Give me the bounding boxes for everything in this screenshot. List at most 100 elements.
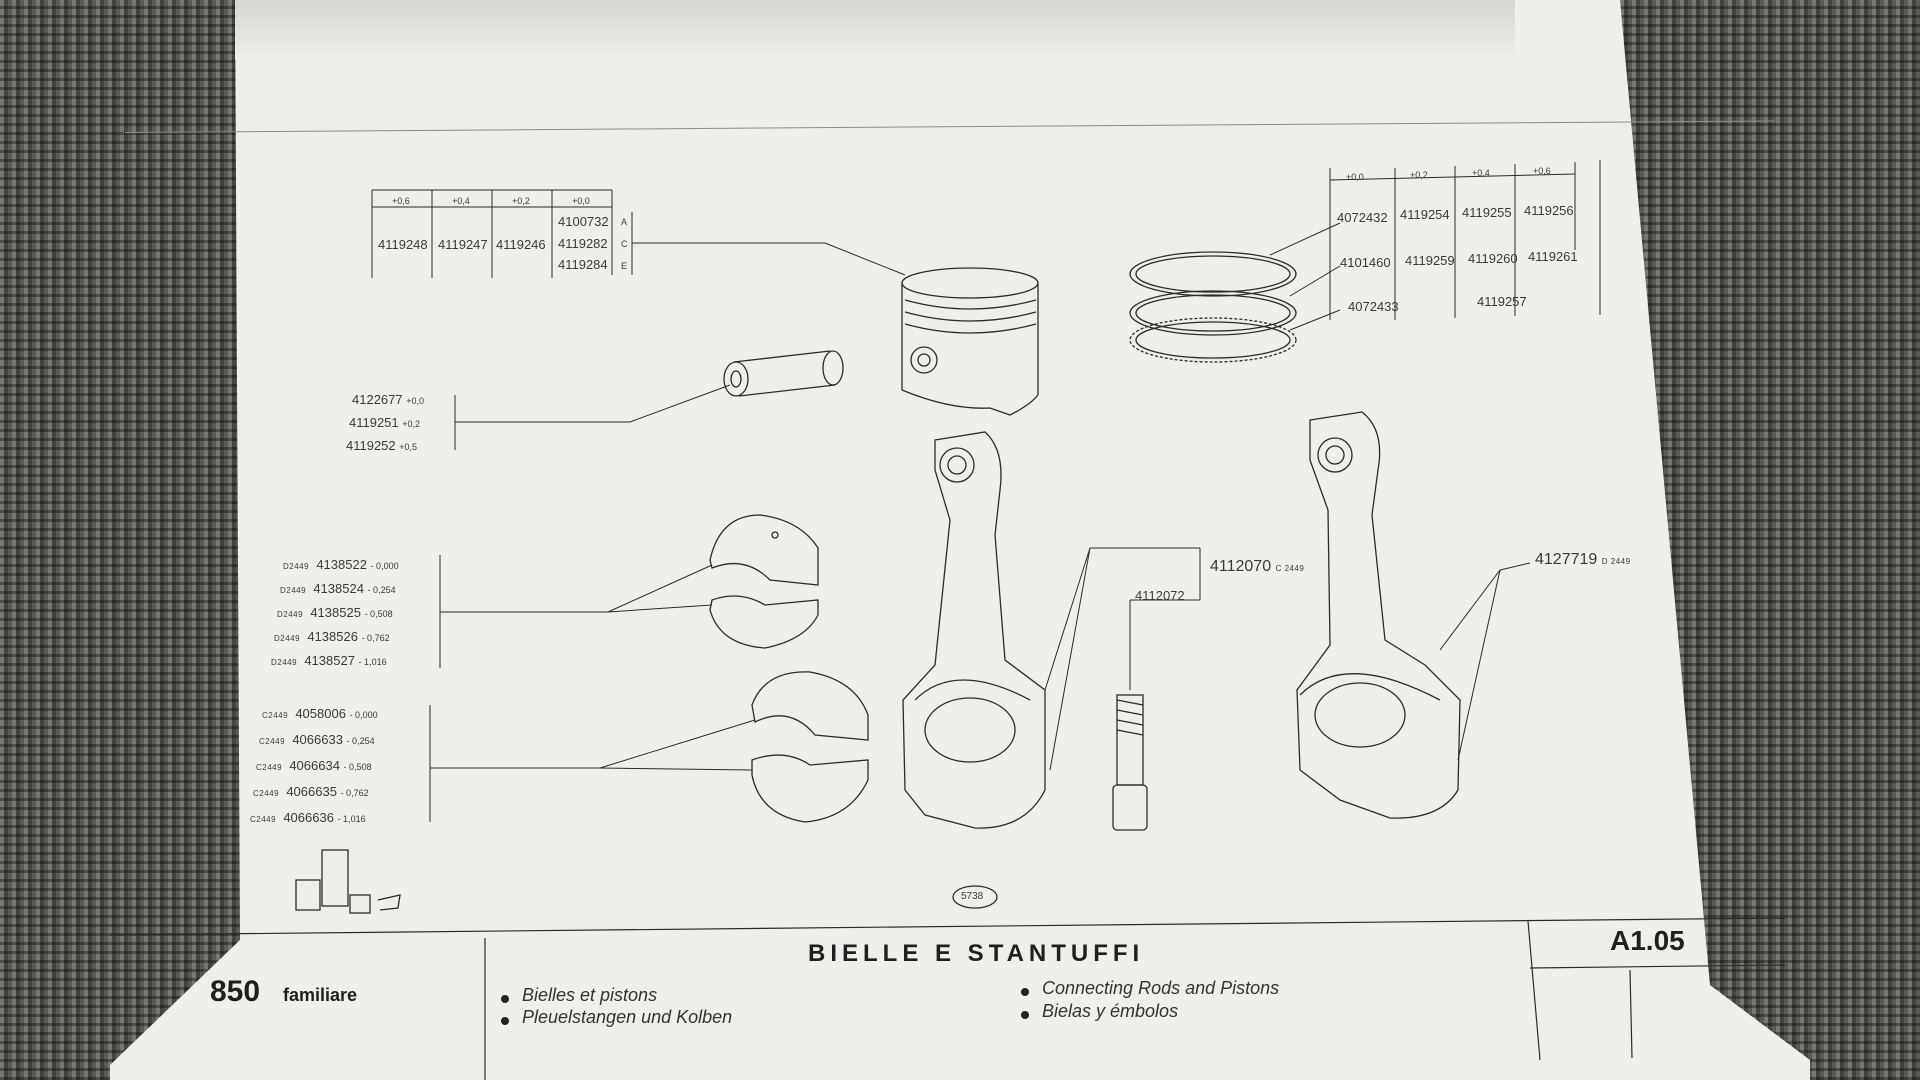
bearing1-row-1-part: 4138522	[316, 557, 367, 572]
bullet-icon	[1021, 988, 1029, 996]
model-number: 850	[210, 975, 261, 1008]
translation-spanish: Bielas y émbolos	[1042, 1001, 1179, 1021]
tr-r3-c1: 4072433	[1348, 299, 1399, 314]
rod-d-part: 4127719	[1535, 551, 1598, 568]
bearing1-row-3-size: - 0,508	[364, 609, 393, 619]
bearing1-row-5-code: D2449	[271, 658, 298, 667]
piston-pin-drawing	[723, 350, 844, 397]
bearing1-row-5: D2449 4138527 - 1,016	[271, 653, 387, 668]
tl-std-part-3: 4119284	[558, 257, 608, 272]
bolt-part: 4112072	[1135, 588, 1185, 603]
section-code: A1.05	[1610, 925, 1685, 956]
bearing1-row-4-part: 4138526	[307, 629, 358, 644]
tl-oversize-part-3: 4119246	[496, 237, 546, 252]
tl-header-4: +0,0	[572, 196, 590, 206]
tl-grade-c: C	[621, 239, 628, 249]
bearing1-row-1-code: D2449	[283, 562, 310, 571]
tr-r2-c3: 4119260	[1468, 251, 1518, 266]
drawing-number-oval	[952, 885, 998, 909]
tr-header-1: +0,0	[1346, 172, 1364, 182]
tl-std-part-2: 4119282	[558, 236, 608, 251]
leader-lines	[429, 222, 1531, 822]
bearing-shells-1-drawing	[709, 514, 819, 649]
rod-c-part: 4112070	[1210, 558, 1272, 575]
bearing2-row-2-code: C2449	[259, 737, 286, 746]
model-variant: familiare	[283, 985, 358, 1005]
pin-part-2-number: 4119251	[349, 415, 399, 430]
tr-r1-c1: 4072432	[1337, 210, 1388, 225]
translation-french: Bielles et pistons	[522, 985, 658, 1005]
pin-part-1: 4122677 +0,0	[352, 392, 424, 407]
tr-header-4: +0,6	[1533, 166, 1551, 176]
bearing2-row-3-code: C2449	[256, 763, 283, 772]
bearing1-row-2: D2449 4138524 - 0,254	[280, 581, 396, 596]
catalog-page	[110, 0, 1810, 1080]
bearing1-row-1: D2449 4138522 - 0,000	[283, 557, 399, 572]
tr-r3-c3: 4119257	[1477, 294, 1527, 309]
bearing1-row-5-part: 4138527	[304, 653, 355, 668]
footer-frame	[109, 917, 1786, 1080]
bearing1-row-3: D2449 4138525 - 0,508	[277, 605, 393, 620]
pin-part-3-size: +0,5	[399, 442, 418, 452]
bearing-shells-2-drawing	[751, 671, 869, 823]
rod-c-callout: 4112070 C 2449	[1210, 558, 1304, 576]
bearing1-row-2-code: D2449	[280, 586, 307, 595]
bearing2-row-1-part: 4058006	[295, 706, 346, 721]
pin-part-1-size: +0,0	[406, 396, 425, 406]
bearing2-row-5-part: 4066636	[283, 810, 334, 825]
translation-german: Pleuelstangen und Kolben	[522, 1007, 733, 1027]
bearing2-row-5: C2449 4066636 - 1,016	[250, 810, 366, 825]
tl-oversize-part-2: 4119247	[438, 237, 488, 252]
drawing-number: 5738	[961, 891, 984, 902]
tr-r1-c2: 4119254	[1400, 207, 1450, 222]
bullet-icon	[501, 995, 509, 1003]
bearing2-row-5-size: - 1,016	[337, 814, 366, 824]
bearing2-row-1-size: - 0,000	[349, 710, 378, 720]
bearing2-row-5-code: C2449	[250, 815, 277, 824]
tr-r1-c3: 4119255	[1462, 205, 1512, 220]
bearing2-row-2-part: 4066633	[292, 732, 343, 747]
bearing1-row-3-part: 4138525	[310, 605, 361, 620]
pin-part-3: 4119252 +0,5	[346, 438, 417, 453]
tl-oversize-part-1: 4119248	[378, 237, 428, 252]
piston-drawing	[901, 267, 1039, 416]
rod-c-code: C 2449	[1275, 564, 1305, 573]
bullet-icon	[501, 1017, 509, 1025]
bearing2-row-2: C2449 4066633 - 0,254	[259, 732, 375, 747]
bearing2-row-4: C2449 4066635 - 0,762	[253, 784, 369, 799]
bearing-box-icon	[295, 849, 401, 914]
bearing1-row-4-code: D2449	[274, 634, 301, 643]
page-title: BIELLE E STANTUFFI	[808, 940, 1145, 967]
bearing2-row-3-size: - 0,508	[343, 762, 372, 772]
piston-rings-drawing	[1129, 251, 1297, 363]
tl-header-1: +0,6	[392, 196, 410, 206]
bearing2-row-4-size: - 0,762	[340, 788, 369, 798]
bearing1-row-2-part: 4138524	[313, 581, 364, 596]
tl-std-part-1: 4100732	[558, 214, 609, 229]
bearing2-row-1: C2449 4058006 - 0,000	[262, 706, 378, 721]
bearing1-row-1-size: - 0,000	[370, 561, 399, 571]
pin-part-2-size: +0,2	[402, 419, 421, 429]
rod-d-code: D 2449	[1601, 557, 1631, 566]
pin-part-1-number: 4122677	[352, 392, 403, 407]
bearing2-row-3: C2449 4066634 - 0,508	[256, 758, 372, 773]
bearing1-row-4-size: - 0,762	[361, 633, 390, 643]
tr-header-2: +0,2	[1410, 170, 1428, 180]
tr-r2-c1: 4101460	[1340, 255, 1391, 270]
tl-header-3: +0,2	[512, 196, 530, 206]
bearing2-row-4-part: 4066635	[286, 784, 337, 799]
rod-d-callout: 4127719 D 2449	[1535, 551, 1631, 569]
tl-grade-e: E	[621, 261, 628, 271]
bullet-icon	[1021, 1011, 1029, 1019]
tl-grade-a: A	[621, 217, 628, 227]
bearing2-row-1-code: C2449	[262, 711, 289, 720]
bearing1-row-2-size: - 0,254	[367, 585, 396, 595]
bearing2-row-4-code: C2449	[253, 789, 280, 798]
translation-english: Connecting Rods and Pistons	[1042, 978, 1280, 998]
tr-header-3: +0,4	[1472, 168, 1490, 178]
bearing1-row-3-code: D2449	[277, 610, 304, 619]
rod-bolt-drawing	[1112, 694, 1148, 831]
connecting-rod-d-drawing	[1296, 411, 1461, 819]
top-right-table-grid	[1329, 160, 1601, 320]
